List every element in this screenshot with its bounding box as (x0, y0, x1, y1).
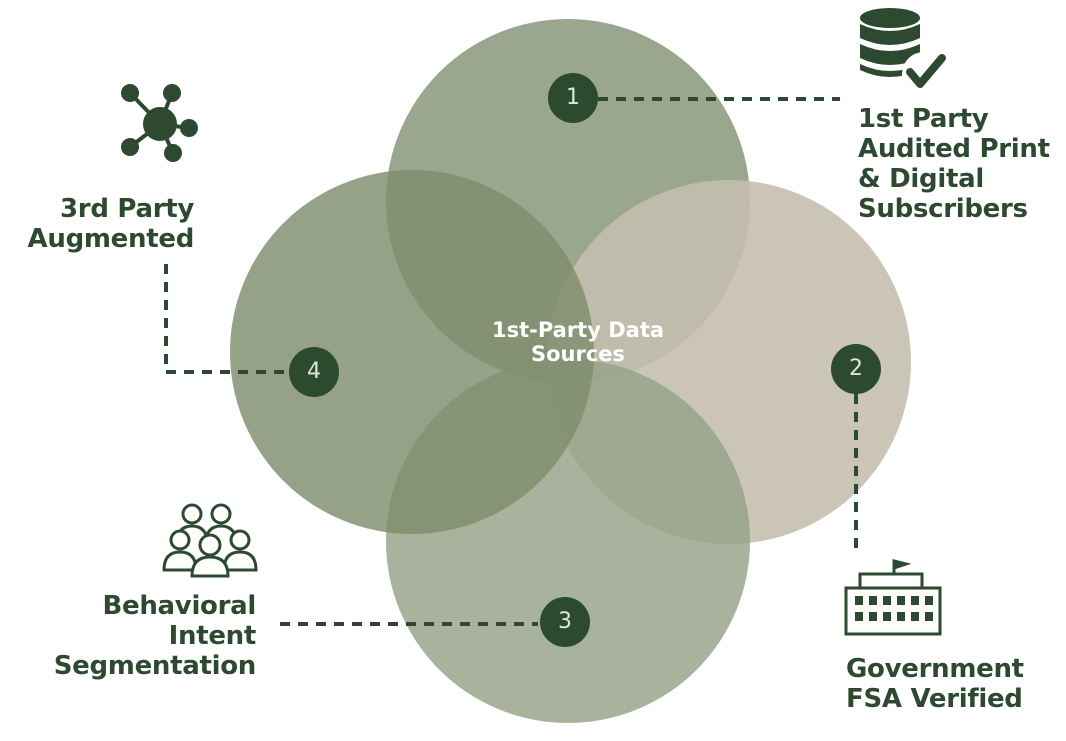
badge-number-3: 3 (558, 609, 572, 634)
center-label-line-2: Sources (530, 342, 626, 366)
government-building-icon (844, 559, 942, 636)
database-check-icon (860, 8, 946, 96)
label-source-2-line-1: Government (846, 654, 1024, 684)
badge-number-2: 2 (849, 356, 863, 381)
center-label: 1st-Party Data Sources (458, 318, 698, 366)
label-source-1-line-3: & Digital (858, 164, 984, 194)
label-source-4: 3rd Party Augmented (20, 194, 195, 254)
connector-4 (164, 264, 285, 374)
label-source-2-line-2: FSA Verified (846, 684, 1023, 714)
label-source-1-line-1: 1st Party (858, 104, 989, 134)
badge-3 (540, 597, 590, 647)
label-source-1-line-4: Subscribers (858, 194, 1028, 224)
badge-number-4: 4 (307, 359, 321, 384)
circle-source-4 (230, 170, 594, 534)
label-source-3: Behavioral Intent Segmentation (28, 591, 257, 681)
badge-1 (548, 73, 598, 123)
badge-4 (289, 347, 339, 397)
label-source-3-line-3: Segmentation (53, 651, 257, 681)
label-source-3-line-2: Intent (168, 621, 257, 651)
badge-2 (831, 344, 881, 394)
people-group-icon (162, 503, 258, 578)
network-hub-icon (121, 84, 198, 162)
label-source-1: 1st Party Audited Print & Digital Subscr… (858, 104, 1050, 224)
center-label-line-1: 1st-Party Data (491, 318, 665, 342)
connector-lines (164, 97, 858, 626)
label-source-2: Government FSA Verified (846, 654, 1024, 714)
label-source-3-line-1: Behavioral (102, 591, 256, 621)
label-source-4-line-2: Augmented (27, 224, 195, 254)
label-source-4-line-1: 3rd Party (60, 194, 194, 224)
label-source-1-line-2: Audited Print (858, 134, 1050, 164)
badge-number-1: 1 (566, 85, 580, 110)
